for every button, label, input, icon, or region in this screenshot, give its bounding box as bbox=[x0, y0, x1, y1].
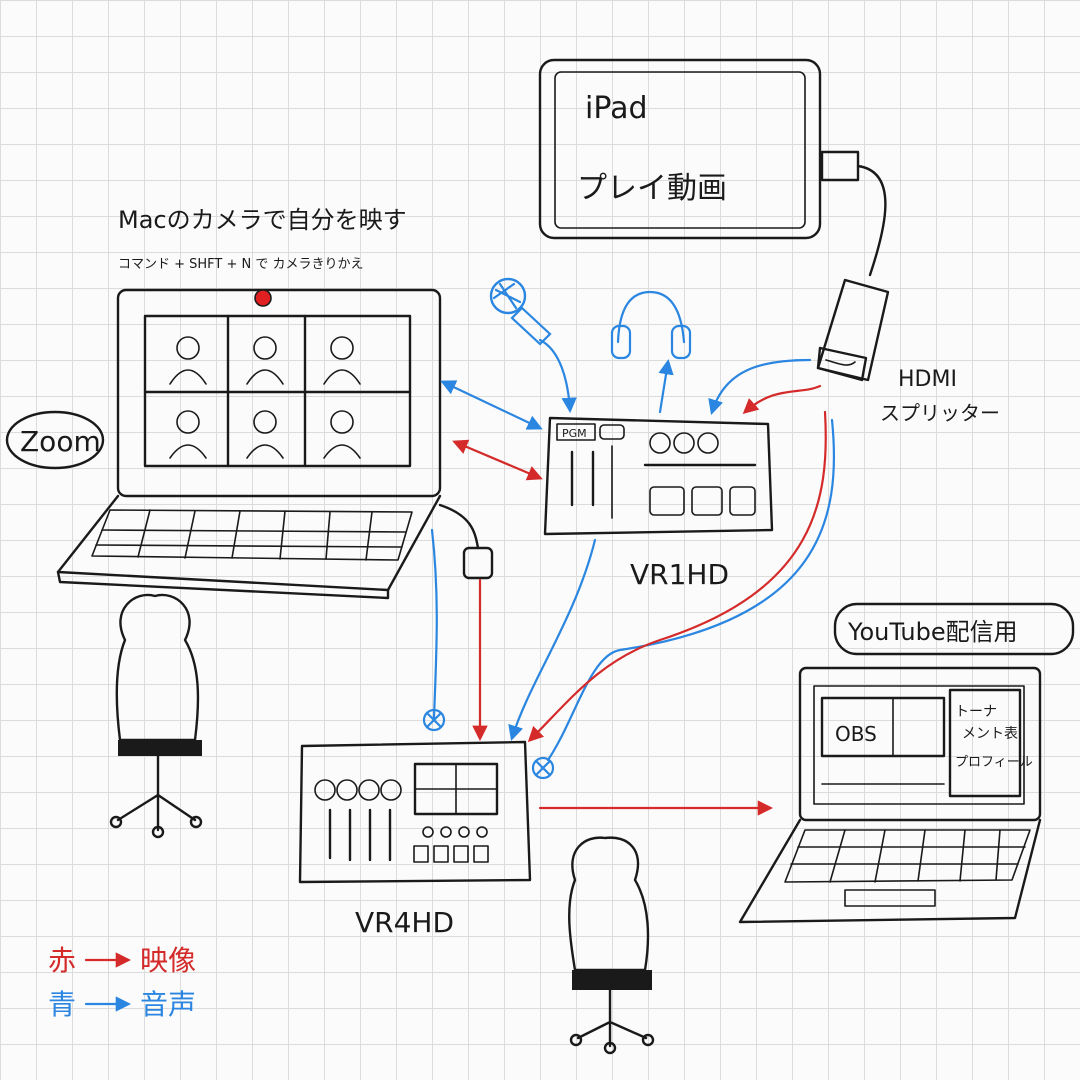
ipad-sublabel: プレイ動画 bbox=[577, 171, 727, 206]
youtube-laptop: YouTube配信用 OBS トーナ メント表 プロフィール bbox=[738, 602, 1075, 924]
operator-stream-person bbox=[568, 836, 655, 1055]
ipad-label: iPad bbox=[585, 91, 648, 126]
mac-keyboard bbox=[91, 509, 413, 561]
vr1hd-mixer: PGM VR1HD bbox=[543, 416, 774, 591]
vr4hd-mixer: VR4HD bbox=[298, 740, 532, 939]
youtube-keyboard bbox=[784, 829, 1031, 883]
obs-label: OBS bbox=[835, 722, 877, 746]
zoom-badge: Zoom bbox=[5, 410, 105, 470]
vr4hd-label: VR4HD bbox=[355, 906, 454, 939]
legend-red-label: 赤 bbox=[48, 944, 76, 977]
mac-camera-note: Macのカメラで自分を映す bbox=[118, 206, 407, 234]
vr1hd-label: VR1HD bbox=[630, 558, 729, 591]
ipad-hdmi-cable bbox=[856, 164, 887, 277]
zoom-label: Zoom bbox=[20, 425, 101, 458]
audio-signal-lines bbox=[430, 338, 836, 762]
ipad-device: iPad プレイ動画 bbox=[538, 58, 860, 240]
profile-label: プロフィール bbox=[955, 755, 1033, 770]
hdmi-label: HDMI bbox=[898, 367, 957, 392]
video-signal-lines bbox=[452, 384, 827, 816]
legend-red-meaning: 映像 bbox=[140, 944, 196, 977]
splitter-label: スプリッター bbox=[880, 401, 1000, 425]
microphone-icon bbox=[489, 277, 552, 346]
hdmi-splitter: HDMI スプリッター bbox=[816, 278, 1000, 425]
pgm-label: PGM bbox=[562, 427, 587, 440]
mac-camera-dot bbox=[254, 289, 272, 307]
legend-blue-meaning: 音声 bbox=[140, 988, 196, 1021]
tournament-label-1: トーナ bbox=[955, 704, 997, 720]
disconnect-markers bbox=[422, 708, 555, 780]
headphones-icon bbox=[610, 290, 692, 360]
tournament-label-2: メント表 bbox=[962, 726, 1018, 742]
legend-blue-label: 青 bbox=[48, 988, 76, 1021]
mac-shortcut-note: コマンド + SHFT + N で カメラきりかえ bbox=[118, 257, 364, 272]
legend: 赤 映像 青 音声 bbox=[48, 944, 196, 1021]
operator-zoom-person bbox=[109, 593, 203, 839]
usb-capture-dongle bbox=[462, 546, 494, 580]
chair-seat bbox=[572, 970, 652, 990]
zoom-participants bbox=[169, 336, 361, 459]
youtube-label: YouTube配信用 bbox=[847, 618, 1018, 646]
mac-laptop: Macのカメラで自分を映す コマンド + SHFT + N で カメラきりかえ bbox=[56, 206, 442, 600]
mac-usb-cable bbox=[438, 503, 480, 550]
chair-seat bbox=[118, 740, 202, 756]
